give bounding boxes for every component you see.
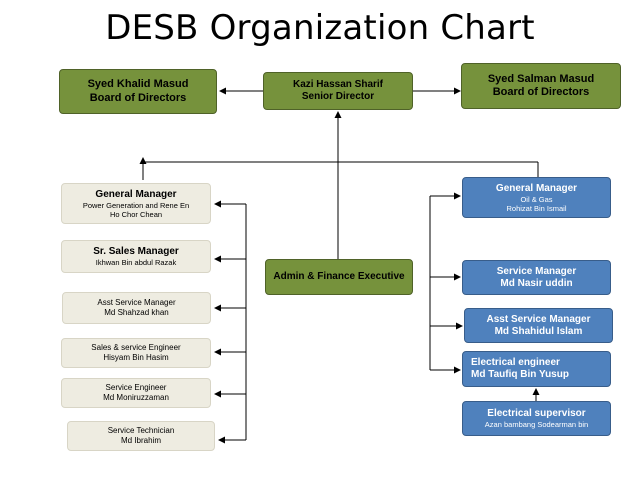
node-electrical-engineer: Electrical engineer Md Taufiq Bin Yusup (462, 351, 611, 387)
node-service-manager: Service Manager Md Nasir uddin (462, 260, 611, 295)
node-role: Service Manager (496, 265, 577, 277)
node-board-director-right: Syed Salman Masud Board of Directors (461, 63, 621, 109)
node-role: General Manager (495, 182, 578, 194)
node-role: Board of Directors (492, 86, 590, 98)
node-person: Hisyam Bin Hasim (103, 353, 169, 362)
node-person: Ikhwan Bin abdul Razak (95, 258, 177, 267)
node-role: Admin & Finance Executive (273, 271, 405, 282)
node-person: Azan bambang Sodearman bin (484, 420, 589, 429)
node-role: Service Technician (107, 426, 175, 436)
node-person: Md Shahidul Islam (494, 325, 583, 337)
node-service-technician: Service Technician Md Ibrahim (67, 421, 215, 451)
node-gm-oil-gas: General Manager Oil & Gas Rohizat Bin Is… (462, 177, 611, 218)
node-role: Electrical engineer (471, 357, 560, 368)
node-name: Syed Salman Masud (487, 72, 595, 85)
node-role: Sr. Sales Manager (93, 246, 179, 257)
chart-title: DESB Organization Chart (105, 8, 535, 48)
node-board-director-left: Syed Khalid Masud Board of Directors (59, 69, 217, 114)
node-asst-service-manager-left: Asst Service Manager Md Shahzad khan (62, 292, 211, 324)
node-role: General Manager (95, 188, 177, 200)
node-person: Ho Chor Chean (109, 209, 163, 219)
node-person: Md Taufiq Bin Yusup (471, 369, 569, 380)
node-senior-director: Kazi Hassan Sharif Senior Director (263, 72, 413, 110)
node-admin-finance: Admin & Finance Executive (265, 259, 413, 295)
node-role: Electrical supervisor (487, 408, 586, 419)
node-sales-service-engineer: Sales & service Engineer Hisyam Bin Hasi… (61, 338, 211, 368)
node-name: Kazi Hassan Sharif (292, 79, 384, 90)
node-sr-sales-manager: Sr. Sales Manager Ikhwan Bin abdul Razak (61, 240, 211, 273)
node-role: Sales & service Engineer (91, 343, 181, 353)
node-detail: Oil & Gas (520, 194, 553, 204)
node-electrical-supervisor: Electrical supervisor Azan bambang Sodea… (462, 401, 611, 436)
node-person: Md Ibrahim (120, 436, 161, 445)
node-name: Syed Khalid Masud (87, 78, 189, 91)
node-service-engineer: Service Engineer Md Moniruzzaman (61, 378, 211, 408)
node-person: Rohizat Bin Ismail (506, 203, 567, 213)
node-role: Asst Service Manager (486, 313, 591, 325)
node-asst-service-manager-right: Asst Service Manager Md Shahidul Islam (464, 308, 613, 343)
node-role: Board of Directors (89, 91, 187, 104)
node-role: Senior Director (301, 91, 375, 102)
node-role: Service Engineer (105, 383, 167, 393)
node-detail: Power Generation and Rene En (82, 200, 190, 210)
node-person: Md Nasir uddin (500, 277, 573, 289)
node-person: Md Moniruzzaman (103, 393, 169, 402)
node-person: Md Shahzad khan (104, 308, 169, 317)
node-role: Asst Service Manager (97, 298, 176, 308)
node-gm-power: General Manager Power Generation and Ren… (61, 183, 211, 224)
